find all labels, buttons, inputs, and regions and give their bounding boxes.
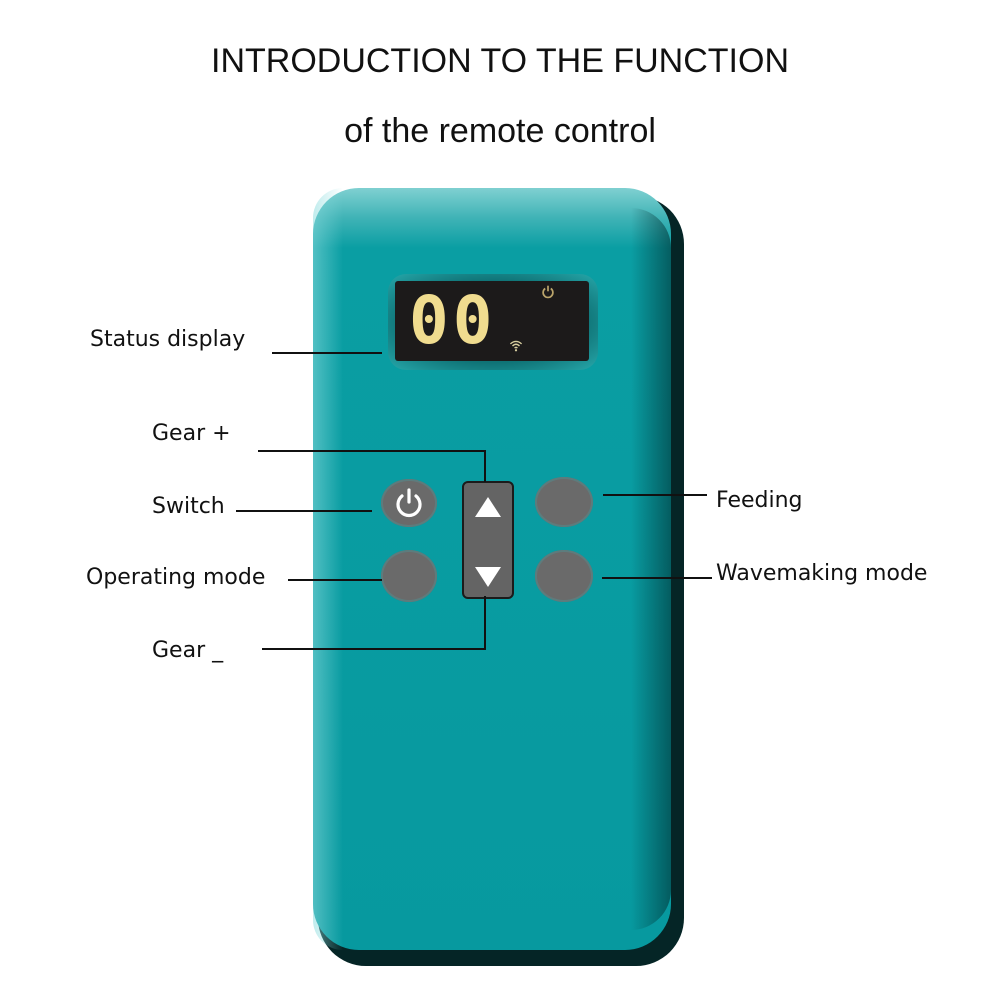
gear-rocker — [462, 481, 514, 599]
gear-up-button[interactable] — [475, 497, 501, 517]
leader-feeding — [603, 494, 707, 496]
gear-down-button[interactable] — [475, 567, 501, 587]
display-digits: 00 — [409, 282, 497, 359]
label-feeding: Feeding — [716, 488, 803, 513]
label-wavemaking-mode: Wavemaking mode — [716, 561, 928, 586]
leader-operating-mode — [288, 579, 382, 581]
power-indicator-icon — [541, 285, 555, 303]
label-operating-mode: Operating mode — [86, 565, 266, 590]
label-status-display: Status display — [90, 327, 246, 352]
leader-wavemaking — [602, 577, 712, 579]
feeding-button[interactable] — [535, 477, 593, 527]
wavemaking-mode-button[interactable] — [535, 550, 593, 602]
title-line-1: INTRODUCTION TO THE FUNCTION — [211, 42, 789, 80]
label-switch: Switch — [152, 494, 225, 519]
leader-switch — [236, 510, 372, 512]
label-gear-plus: Gear + — [152, 421, 231, 446]
label-gear-minus: Gear _ — [152, 638, 224, 663]
switch-button[interactable] — [381, 479, 437, 527]
operating-mode-button[interactable] — [381, 550, 437, 602]
leader-gear-minus-v — [484, 596, 486, 650]
leader-gear-plus-h — [258, 450, 486, 452]
status-display: 00 — [395, 281, 589, 361]
leader-gear-minus-h — [262, 648, 486, 650]
title-line-2: of the remote control — [344, 112, 656, 150]
leader-status-display — [272, 352, 382, 354]
wifi-icon — [509, 339, 523, 356]
leader-gear-plus-v — [484, 450, 486, 482]
power-icon — [381, 479, 437, 527]
